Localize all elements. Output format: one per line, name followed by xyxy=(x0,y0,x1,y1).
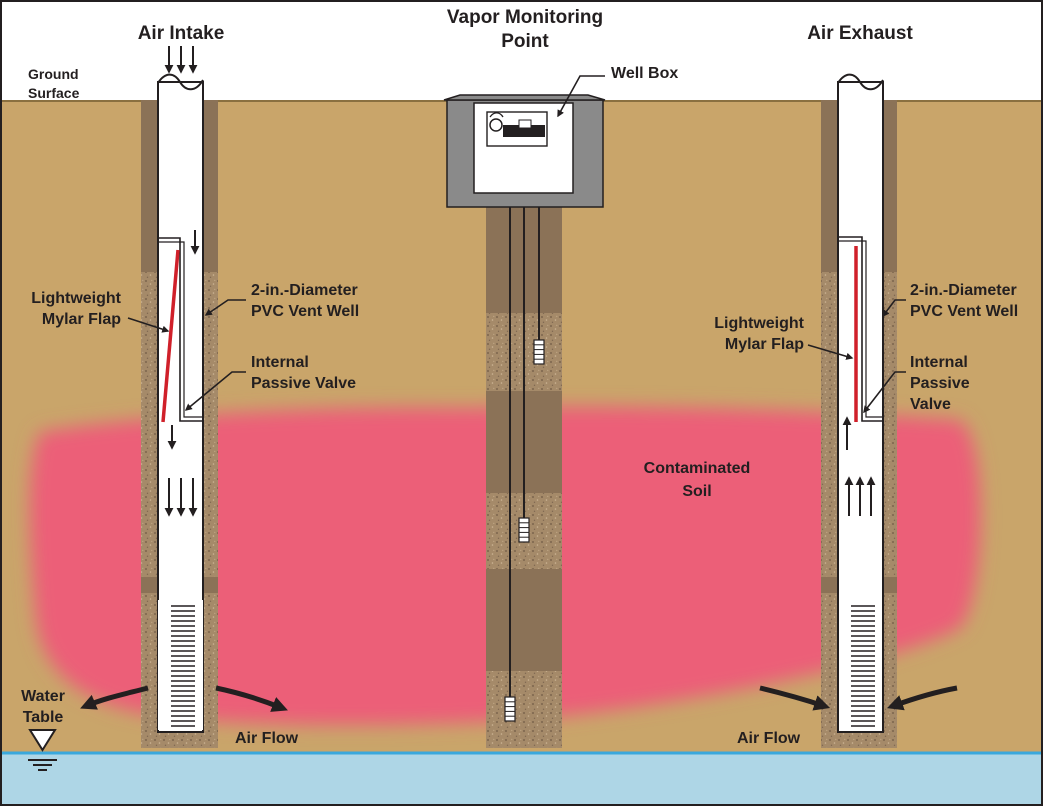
water-table-triangle-icon xyxy=(28,729,57,771)
right-internal-passive-valve xyxy=(839,236,883,422)
left-mylar-flap xyxy=(161,249,180,423)
vapor-probe-tip xyxy=(533,339,545,365)
curved-arrow-icon xyxy=(80,685,958,712)
right-well-screen-slots xyxy=(851,605,875,727)
well-box xyxy=(443,94,606,208)
left-well-screen-slots xyxy=(171,605,195,727)
ground-surface-label-line1: Ground xyxy=(28,66,79,82)
air-exhaust-well xyxy=(821,73,897,748)
left-passive-valve-label-line1: Internal xyxy=(251,354,309,371)
contaminated-soil-label-line1: Contaminated xyxy=(644,460,751,477)
right-passive-valve-label-line3: Valve xyxy=(910,396,951,413)
vapor-probe-tips xyxy=(504,339,545,722)
left-mylar-flap-label-line2: Mylar Flap xyxy=(42,311,121,328)
air-intake-title: Air Intake xyxy=(138,23,225,44)
right-mylar-flap-label-line1: Lightweight xyxy=(714,315,804,332)
air-exhaust-title: Air Exhaust xyxy=(807,23,913,44)
left-vent-well-label-line2: PVC Vent Well xyxy=(251,303,359,320)
vapor-monitoring-point-well xyxy=(486,145,562,748)
vapor-monitoring-point-title-line2: Point xyxy=(501,31,549,52)
vapor-probe-tip xyxy=(518,517,530,543)
left-internal-passive-valve xyxy=(159,237,203,422)
right-air-exhaust-arrows xyxy=(842,416,876,516)
water-table-label-line1: Water xyxy=(21,688,65,705)
right-vent-well-label-line1: 2-in.-Diameter xyxy=(910,282,1017,299)
right-passive-valve-label-line2: Passive xyxy=(910,375,970,392)
right-mylar-flap-label-line2: Mylar Flap xyxy=(725,336,804,353)
left-air-intake-arrows xyxy=(164,46,200,517)
right-passive-valve-label-line1: Internal xyxy=(910,354,968,371)
left-air-flow-label: Air Flow xyxy=(235,730,299,747)
left-mylar-flap-label-line1: Lightweight xyxy=(31,290,121,307)
left-vent-well-label-line1: 2-in.-Diameter xyxy=(251,282,358,299)
right-air-flow-label: Air Flow xyxy=(737,730,801,747)
right-vent-well-label-line2: PVC Vent Well xyxy=(910,303,1018,320)
leader-lines xyxy=(127,75,906,414)
ground-surface-label-line2: Surface xyxy=(28,85,80,101)
groundwater xyxy=(0,752,1043,806)
water-table-label-line2: Table xyxy=(23,709,64,726)
well-box-label: Well Box xyxy=(611,65,678,82)
left-passive-valve-label-line2: Passive Valve xyxy=(251,375,356,392)
contaminated-soil-label-line2: Soil xyxy=(682,483,711,500)
vapor-monitoring-point-title-line1: Vapor Monitoring xyxy=(447,7,603,28)
vapor-probe-tip xyxy=(504,696,516,722)
